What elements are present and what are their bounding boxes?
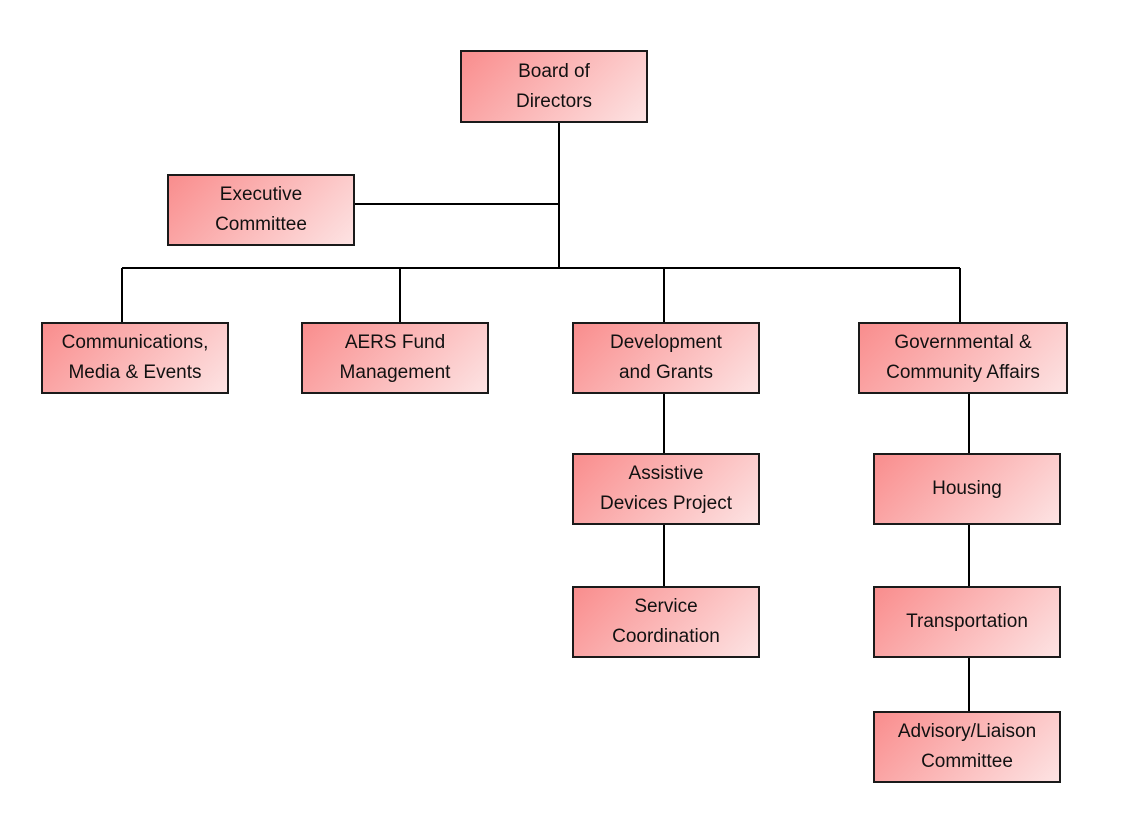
governmental-community-affairs-label: Governmental & Community Affairs — [886, 332, 1040, 383]
aers-fund-management-label: AERS Fund Management — [339, 332, 451, 383]
development-and-grants-label: Development and Grants — [610, 332, 722, 383]
governmental-community-affairs-box: Governmental & Community Affairs — [858, 322, 1068, 394]
communications-media-events-label: Communications, Media & Events — [61, 332, 209, 383]
assistive-devices-project-box: Assistive Devices Project — [572, 453, 760, 525]
housing-box: Housing — [873, 453, 1061, 525]
communications-media-events-box: Communications, Media & Events — [41, 322, 229, 394]
advisory-liaison-committee-label: Advisory/Liaison Committee — [897, 721, 1037, 772]
advisory-liaison-committee-box: Advisory/Liaison Committee — [873, 711, 1061, 783]
aers-fund-management-box: AERS Fund Management — [301, 322, 489, 394]
assistive-devices-project-label: Assistive Devices Project — [600, 463, 732, 514]
board-of-directors-box: Board of Directors — [460, 50, 648, 123]
executive-committee-label: Executive Committee — [215, 184, 307, 235]
service-coordination-label: Service Coordination — [612, 596, 720, 647]
transportation-box: Transportation — [873, 586, 1061, 658]
executive-committee-box: Executive Committee — [167, 174, 355, 246]
development-and-grants-box: Development and Grants — [572, 322, 760, 394]
board-of-directors-label: Board of Directors — [515, 60, 592, 112]
housing-label: Housing — [932, 478, 1002, 499]
transportation-label: Transportation — [906, 611, 1028, 632]
service-coordination-box: Service Coordination — [572, 586, 760, 658]
